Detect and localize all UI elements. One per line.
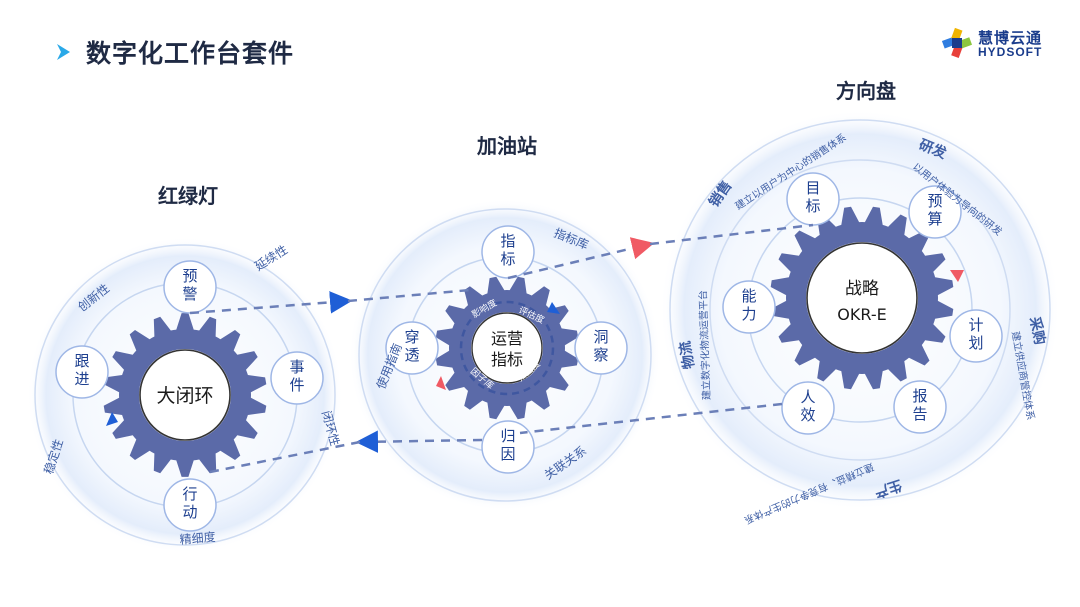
node-label: 目标 xyxy=(805,179,820,215)
chevron-right-icon xyxy=(57,44,70,60)
middle-cluster-title: 加油站 xyxy=(476,134,537,158)
right-cluster-title: 方向盘 xyxy=(836,79,896,103)
right-node-renxiao[interactable]: 人效 xyxy=(781,381,835,435)
node-label: 指标 xyxy=(500,232,515,268)
middle-cycle-arrow-blue xyxy=(547,302,560,314)
connector-left-to-middle-b xyxy=(347,288,471,303)
right-cycle-arrow xyxy=(950,270,964,282)
middle-node-guiyin[interactable]: 归因 xyxy=(481,420,535,474)
left-node-yujing[interactable]: 预警 xyxy=(163,260,217,314)
right-ring-label: 建立数字化物流运营平台 xyxy=(696,290,713,400)
cluster-right: 战略 OKR-E 方向盘 目标 预算 计划 报告 人效 xyxy=(669,79,1051,527)
node-label: 跟进 xyxy=(74,352,89,388)
middle-cycle-arrow-red xyxy=(436,376,446,390)
logo-mark-icon xyxy=(941,27,973,59)
right-center-label: 战略 xyxy=(845,279,879,299)
node-label: 预警 xyxy=(182,267,197,303)
node-label: 归因 xyxy=(500,427,515,463)
left-node-genjin[interactable]: 跟进 xyxy=(55,345,109,399)
logo-chinese-text: 慧博云通 xyxy=(978,29,1043,47)
left-cluster-title: 红绿灯 xyxy=(158,184,218,208)
left-ring-label: 精细度 xyxy=(179,529,216,547)
right-node-nengli[interactable]: 能力 xyxy=(722,280,776,334)
right-center-sublabel: OKR-E xyxy=(837,305,886,324)
node-label: 计划 xyxy=(968,316,983,352)
right-node-yusuan[interactable]: 预算 xyxy=(908,185,962,239)
page-title: 数字化工作台套件 xyxy=(86,39,295,68)
node-label: 行动 xyxy=(182,485,197,521)
node-label: 预算 xyxy=(927,192,942,228)
connector-middle-to-left xyxy=(355,430,483,453)
logo-english-text: HYDSOFT xyxy=(978,45,1043,59)
middle-node-zhibiao[interactable]: 指标 xyxy=(481,225,535,279)
node-label: 报告 xyxy=(912,387,927,423)
middle-center-label-line1: 运营 xyxy=(491,329,523,348)
node-label: 人效 xyxy=(800,388,815,424)
connector-middle-to-right xyxy=(507,237,655,280)
connector-middle-to-right-b xyxy=(649,223,814,246)
middle-node-dongcha[interactable]: 洞察 xyxy=(574,321,628,375)
middle-node-chuantou[interactable]: 穿透 xyxy=(385,321,439,375)
company-logo: 慧博云通 HYDSOFT xyxy=(940,26,1050,62)
left-node-xingdong[interactable]: 行动 xyxy=(163,478,217,532)
left-cycle-arrow xyxy=(106,412,118,426)
node-label: 能力 xyxy=(741,287,756,323)
right-node-jihua[interactable]: 计划 xyxy=(949,309,1003,363)
node-label: 事件 xyxy=(289,358,304,394)
node-label: 洞察 xyxy=(593,328,608,364)
cluster-left: 大闭环 红绿灯 预警 事件 行动 跟进 延续性 闭环性 精细度 稳定性 创新 xyxy=(34,184,342,547)
middle-center-label-line2: 指标 xyxy=(491,350,523,369)
connector-right-to-middle xyxy=(519,402,783,435)
right-ring-label: 物流 xyxy=(676,340,698,371)
left-node-shijian[interactable]: 事件 xyxy=(270,351,324,405)
right-node-baogao[interactable]: 报告 xyxy=(893,380,947,434)
right-ring-label: 采购 xyxy=(1026,314,1049,346)
node-label: 穿透 xyxy=(404,328,419,364)
left-center-label: 大闭环 xyxy=(156,385,213,407)
connectors xyxy=(106,223,964,474)
connector-left-to-middle xyxy=(189,291,353,315)
right-node-mubiao[interactable]: 目标 xyxy=(786,172,840,226)
